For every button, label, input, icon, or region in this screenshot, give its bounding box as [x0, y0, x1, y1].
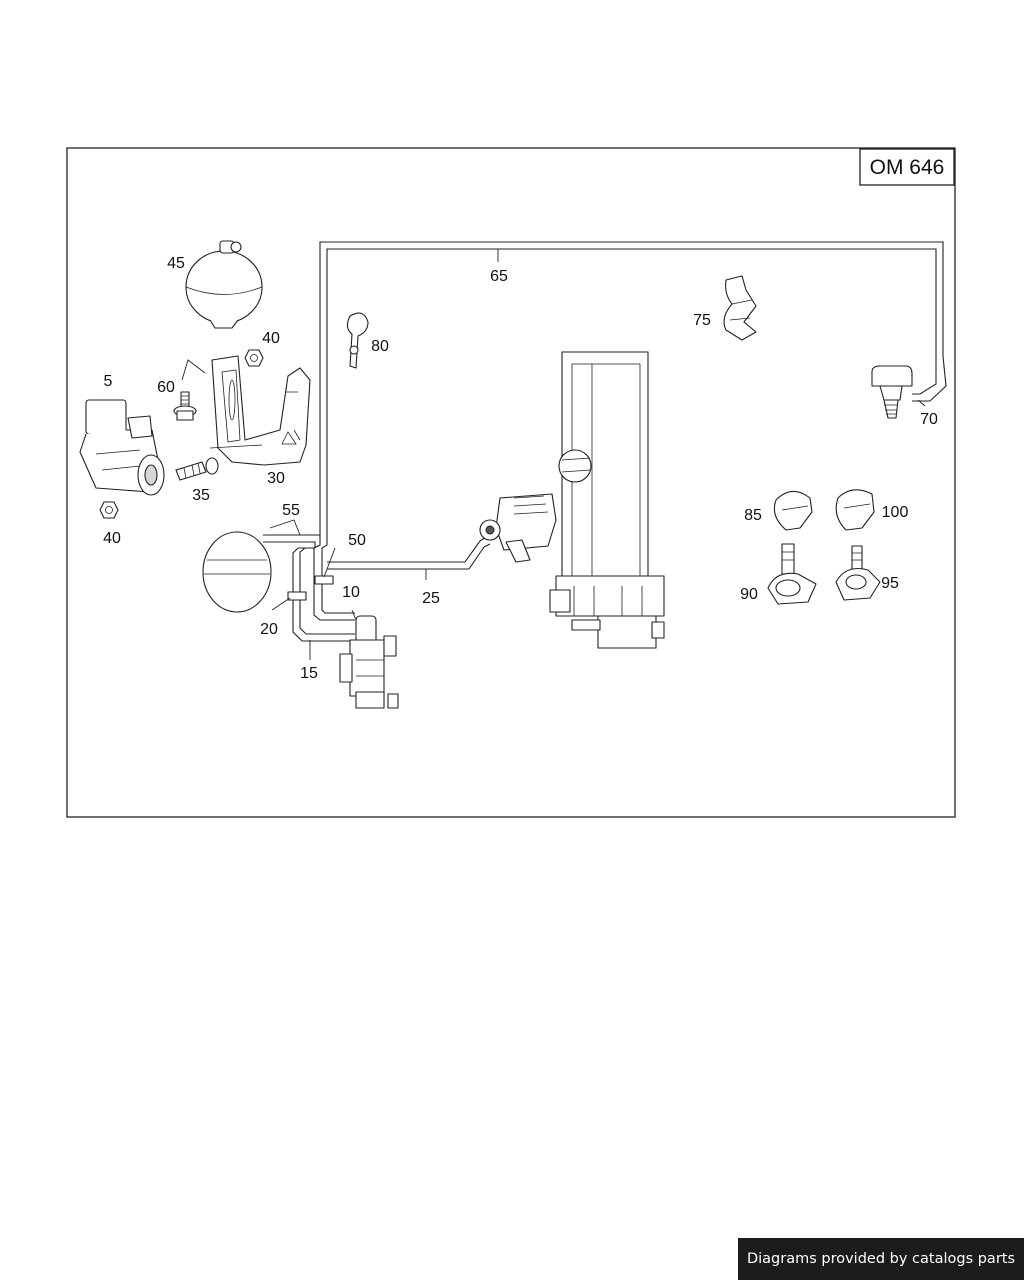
clip-90 [767, 543, 817, 605]
callout-55: 55 [282, 502, 300, 519]
callout-15: 15 [300, 665, 318, 682]
callout-40-bottom: 40 [103, 530, 121, 547]
accumulator-55 [202, 531, 272, 613]
callout-70: 70 [920, 411, 938, 428]
fitting-70 [871, 365, 913, 419]
leader-lines [181, 249, 926, 660]
bracket-30 [209, 355, 311, 466]
callouts: 5 45 40 60 30 35 40 55 50 10 20 15 25 65… [103, 255, 938, 682]
callout-35: 35 [192, 487, 210, 504]
pressure-reservoir-45 [185, 240, 263, 329]
callout-45: 45 [167, 255, 185, 272]
engine-code-box: OM 646 [859, 148, 955, 186]
callout-90: 90 [740, 586, 758, 603]
solenoid-valve-10 [339, 615, 399, 709]
callout-85: 85 [744, 507, 762, 524]
clip-85 [773, 490, 813, 531]
callout-95: 95 [881, 575, 899, 592]
callout-50: 50 [348, 532, 366, 549]
diagram-frame [66, 147, 956, 818]
bolt-60 [173, 391, 197, 421]
clip-95 [835, 545, 881, 601]
callout-65: 65 [490, 268, 508, 285]
callout-100: 100 [882, 504, 909, 521]
clamp-75 [723, 275, 757, 341]
engine-code-label: OM 646 [870, 156, 945, 179]
connector-35 [175, 457, 219, 481]
callout-75: 75 [693, 312, 711, 329]
clip-80 [346, 312, 369, 369]
callout-80: 80 [371, 338, 389, 355]
credit-banner: Diagrams provided by catalogs parts [738, 1238, 1024, 1280]
vacuum-line-vertical [313, 495, 355, 621]
vacuum-line-25 [327, 536, 491, 570]
actuator-5 [79, 399, 165, 496]
clip-100 [835, 489, 875, 531]
vacuum-line-15 [292, 547, 355, 642]
nut-40-bottom [99, 501, 119, 519]
callout-30: 30 [267, 470, 285, 487]
hose-clip-20 [287, 591, 307, 601]
vacuum-line-55 [263, 534, 320, 548]
hose-clip-50 [314, 575, 334, 585]
vacuum-pump-assembly [479, 351, 665, 649]
callout-10: 10 [342, 584, 360, 601]
callout-20: 20 [260, 621, 278, 638]
nut-40-top [244, 349, 264, 367]
callout-60: 60 [157, 379, 175, 396]
callout-5: 5 [104, 373, 113, 390]
callout-25: 25 [422, 590, 440, 607]
callout-40-top: 40 [262, 330, 280, 347]
vacuum-line-65 [319, 241, 947, 495]
